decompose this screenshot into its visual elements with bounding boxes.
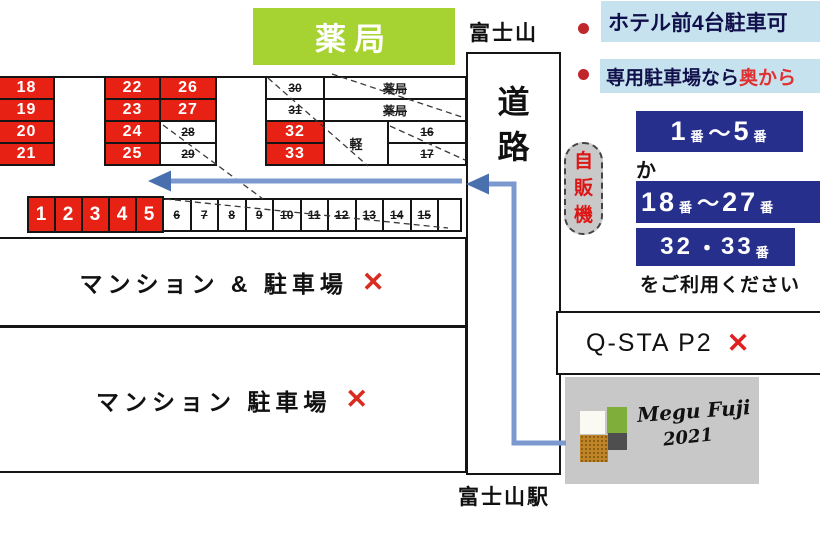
megufuji-logo-box: Megu Fuji 2021 [565, 377, 759, 484]
spot-15-unavailable: 15 [409, 198, 439, 232]
unavailable-cross-icon: ✕ [726, 327, 750, 358]
vending-machine: 自 販 機 [564, 142, 603, 235]
spot-5: 5 [135, 196, 164, 233]
spot-17-unavailable: 17 [387, 142, 467, 166]
vending-char2: 販 [573, 178, 593, 199]
unavailable-cross-icon: ✕ [345, 384, 368, 414]
spot-8-unavailable: 8 [217, 198, 247, 232]
kei-car-spot: 軽 [323, 120, 389, 166]
road: 道 路 [466, 52, 561, 475]
spot-33: 33 [265, 142, 325, 166]
logo-green-square [607, 407, 627, 434]
note-hotel-parking: ホテル前4台駐車可 [601, 1, 820, 42]
spot-19: 19 [0, 98, 55, 122]
logo-script-line2: 2021 [662, 424, 715, 451]
spot-11-unavailable: 11 [299, 198, 329, 232]
spot-27: 27 [159, 98, 217, 122]
parking-block-topline [0, 76, 467, 78]
spot-16-unavailable: 16 [387, 120, 467, 144]
road-label-char2: 路 [497, 129, 530, 165]
note-private-parking: 専用駐車場なら 奥から [600, 59, 820, 93]
bullet-icon [578, 23, 589, 34]
logo-script-line1: Megu Fuji [636, 395, 752, 427]
spot-24: 24 [104, 120, 161, 144]
spot-4: 4 [108, 196, 137, 233]
logo-orange-square [580, 435, 608, 462]
spot-12-unavailable: 12 [327, 198, 357, 232]
bullet-icon [578, 69, 589, 80]
qsta-p2-label: Q-STA P2 [586, 328, 713, 357]
pharmacy-spot-row-2: 薬局 [323, 98, 467, 122]
mansion-parking-1: マンション & 駐車場 ✕ [0, 237, 467, 327]
pharmacy-building: 薬局 [253, 8, 455, 65]
spot-22: 22 [104, 76, 161, 100]
mt-fuji-label: 富士山 [469, 22, 538, 45]
spot-10-unavailable: 10 [272, 198, 302, 232]
road-label-char1: 道 [497, 84, 530, 120]
mansion-parking-2-label: マンション 駐車場 [95, 388, 332, 415]
sign-spots-1-to-5: 1 番 ～ 5 番 [636, 111, 803, 152]
unavailable-cross-icon: ✕ [361, 266, 385, 297]
vending-char3: 機 [573, 205, 593, 226]
pharmacy-label: 薬局 [315, 22, 393, 57]
spot-29-unavailable: 29 [159, 142, 217, 166]
note-private-parking-red-text: 奥から [739, 67, 797, 89]
spot-26: 26 [159, 76, 217, 100]
fujisan-station-label: 富士山駅 [458, 486, 550, 509]
vending-char1: 自 [573, 151, 593, 172]
sign-or-label: か [636, 160, 656, 182]
spot-7-unavailable: 7 [189, 198, 219, 232]
spot-32: 32 [265, 120, 325, 144]
qsta-p2-building: Q-STA P2 ✕ [556, 311, 820, 375]
parking-row-1-5: 1 2 3 4 5 [27, 196, 164, 233]
parking-column-22-25: 22 23 24 25 [104, 76, 161, 166]
empty-spot [437, 198, 462, 232]
parking-column-18-21: 18 19 20 21 [0, 76, 55, 166]
spot-9-unavailable: 9 [244, 198, 274, 232]
note-private-parking-text: 専用駐車場なら [606, 67, 740, 89]
spot-31-unavailable: 31 [265, 98, 325, 122]
spot-6-unavailable: 6 [162, 198, 192, 232]
spot-21: 21 [0, 142, 55, 166]
sign-spots-32-33: 32 ・ 33 番 [636, 228, 795, 266]
spot-1: 1 [27, 196, 56, 233]
mansion-parking-1-label: マンション & 駐車場 [79, 271, 348, 297]
spot-30-unavailable: 30 [265, 76, 325, 100]
spot-25: 25 [104, 142, 161, 166]
parking-table-30-33: 30 31 32 33 薬局 薬局 軽 16 17 [265, 76, 467, 166]
spot-28-unavailable: 28 [159, 120, 217, 144]
spot-14-unavailable: 14 [382, 198, 412, 232]
pharmacy-spot-row-1: 薬局 [323, 76, 467, 100]
sign-footer-label: をご利用ください [640, 275, 801, 296]
spot-3: 3 [81, 196, 110, 233]
spot-18: 18 [0, 76, 55, 100]
spot-13-unavailable: 13 [354, 198, 384, 232]
spot-23: 23 [104, 98, 161, 122]
parking-row-6-15: 6 7 8 9 10 11 12 13 14 15 [162, 198, 462, 232]
spot-20: 20 [0, 120, 55, 144]
note-hotel-parking-text: ホテル前4台駐車可 [608, 11, 788, 35]
logo-gray-square [608, 433, 627, 450]
spot-2: 2 [54, 196, 83, 233]
sign-spots-18-to-27: 18 番 ～ 27 番 [636, 181, 820, 223]
parking-column-26-29: 26 27 28 29 [159, 76, 217, 166]
logo-white-square [580, 411, 605, 434]
mansion-parking-2: マンション 駐車場 ✕ [0, 326, 467, 473]
